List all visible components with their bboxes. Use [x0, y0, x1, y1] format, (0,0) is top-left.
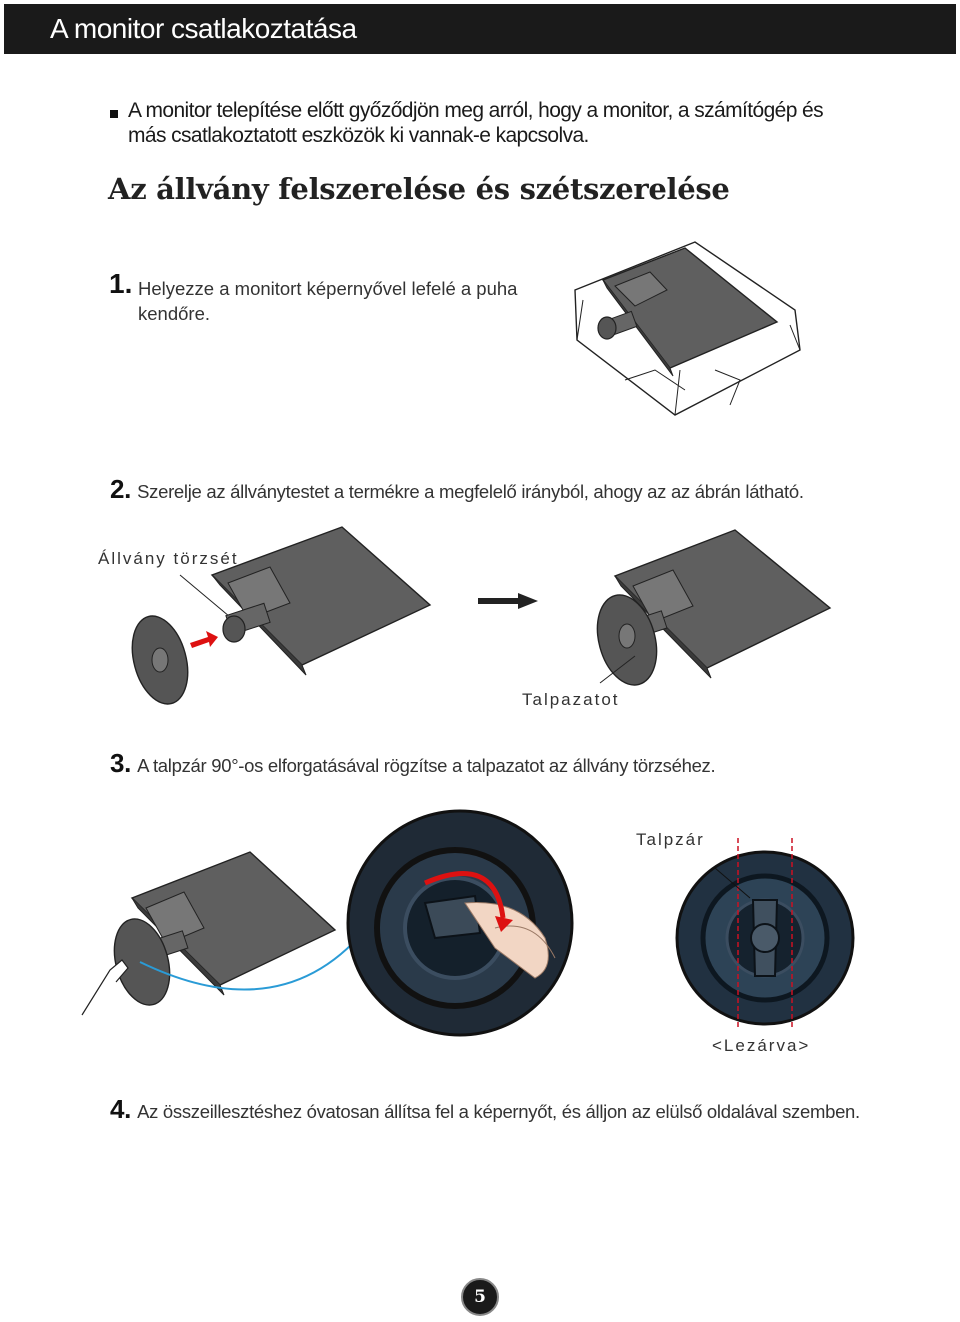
- step-3-monitor-illustration: [81, 851, 366, 1016]
- step-3: 3.A talpzár 90°-os elforgatásával rögzít…: [110, 748, 716, 779]
- page-number-badge: 5: [461, 1278, 499, 1316]
- base-lock-rotation-closeup: [346, 809, 574, 1037]
- page-number: 5: [474, 1287, 486, 1307]
- base-lock-locked-closeup: [675, 838, 855, 1028]
- step-4: 4.Az összeillesztéshez óvatosan állítsa …: [110, 1094, 860, 1125]
- direction-arrow: [478, 593, 538, 609]
- step-4-text: Az összeillesztéshez óvatosan állítsa fe…: [137, 1101, 860, 1122]
- step-2: 2.Szerelje az állványtestet a termékre a…: [110, 474, 804, 505]
- intro-note: A monitor telepítése előtt győződjön meg…: [128, 99, 824, 147]
- step-1-number: 1.: [109, 268, 133, 299]
- step-2-right-illustration: [596, 529, 832, 686]
- step-2-text: Szerelje az állványtestet a termékre a m…: [137, 481, 804, 502]
- stand-body-label: Állvány törzsét: [98, 549, 239, 568]
- step-2-number: 2.: [110, 474, 132, 504]
- base-lock-label: Talpzár: [636, 830, 705, 849]
- section-title: Az állvány felszerelése és szétszerelése: [108, 172, 730, 206]
- page-title: A monitor csatlakoztatása: [50, 13, 357, 44]
- step-1-text: Helyezze a monitort képernyővel lefelé a…: [138, 278, 518, 324]
- step-4-number: 4.: [110, 1094, 132, 1124]
- step-3-number: 3.: [110, 748, 132, 778]
- locked-label: <Lezárva>: [712, 1036, 811, 1055]
- bullet-marker: [110, 110, 118, 118]
- step-3-text: A talpzár 90°-os elforgatásával rögzítse…: [137, 755, 716, 776]
- step-2-left-illustration: [131, 526, 432, 705]
- base-label: Talpazatot: [522, 690, 620, 709]
- page-header: A monitor csatlakoztatása: [4, 4, 956, 54]
- step-1-illustration: [574, 241, 801, 416]
